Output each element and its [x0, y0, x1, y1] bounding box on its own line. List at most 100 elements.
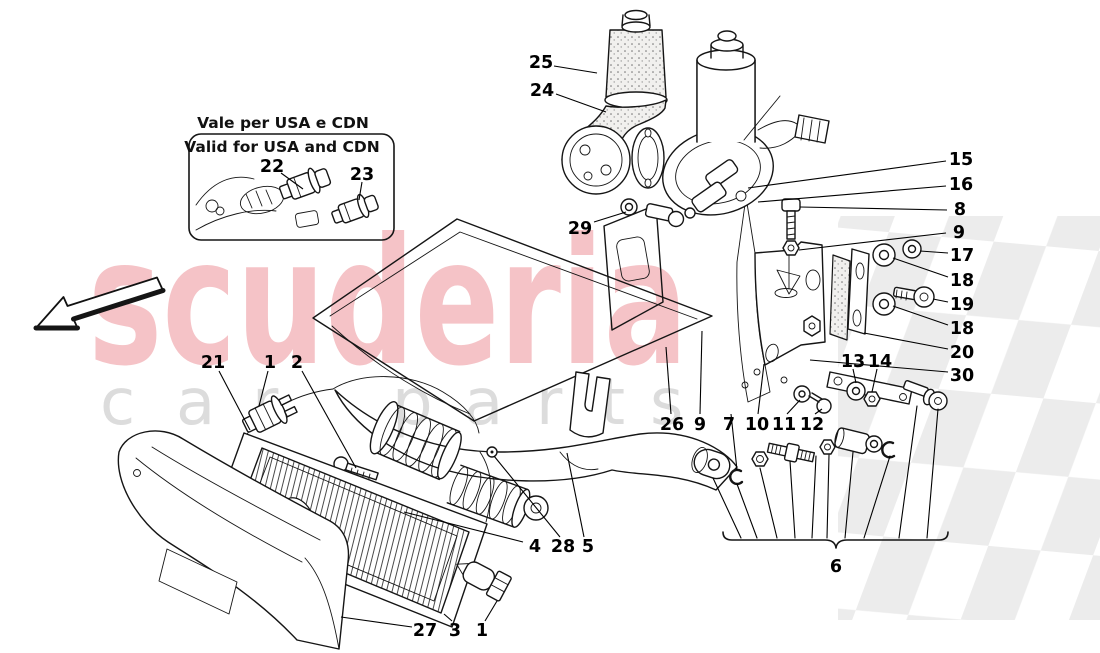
washer-17: [902, 239, 922, 259]
callout-9: 9: [694, 415, 706, 435]
watermark-letter: a: [176, 366, 215, 440]
callout-leader-7: [730, 413, 738, 471]
nut-14: [863, 391, 881, 407]
callout-leader-27: [340, 616, 413, 628]
hydraulic-pump: [662, 30, 830, 219]
callout-leader-1: [258, 370, 269, 407]
callout-24: 24: [530, 81, 554, 101]
callout-6: 6: [830, 557, 842, 577]
callout-leader-19: [932, 298, 949, 303]
watermark-letter: s: [650, 366, 683, 440]
callout-5: 5: [582, 537, 594, 557]
callout-leader-23: [358, 181, 363, 201]
callout-22: 22: [260, 157, 284, 177]
headlight-lid-panel: [312, 218, 713, 422]
callout-leader-28: [493, 455, 561, 538]
callout-29: 29: [568, 219, 592, 239]
callout-11: 11: [772, 415, 796, 435]
grommet-18-upper: [872, 243, 896, 267]
callout-leader-10: [757, 363, 765, 415]
callout-3: 3: [449, 621, 461, 641]
pivot-bolt-right: [902, 380, 948, 411]
headlamp-unit: [208, 376, 549, 628]
callout-leader-8: [799, 206, 948, 211]
threaded-rod: [766, 442, 816, 463]
callout-leader-9: [798, 232, 947, 251]
bulb-22: [278, 167, 332, 200]
pump-port: [684, 159, 739, 219]
nut-a: [751, 451, 769, 467]
lower-cover-21: [117, 430, 350, 650]
callout-leader-13: [852, 368, 857, 384]
callout-leader-12: [814, 408, 823, 415]
grommet-18-lower: [872, 292, 896, 316]
callout-18: 18: [950, 319, 974, 339]
callout-15: 15: [949, 150, 973, 170]
brace-6: [722, 531, 949, 549]
callout-4: 4: [529, 537, 541, 557]
washer-11: [793, 385, 811, 403]
lifting-motor: [561, 9, 668, 195]
callout-leader-25: [553, 65, 598, 74]
callout-10: 10: [745, 415, 769, 435]
brand-watermark: scuderia carparts: [88, 202, 688, 440]
callout-leader-17: [919, 250, 949, 254]
callout-26: 26: [660, 415, 684, 435]
callout-14: 14: [868, 352, 892, 372]
callout-17: 17: [950, 246, 974, 266]
bulb-23: [331, 193, 379, 224]
callout-leader-14: [871, 368, 878, 393]
callout-leader-24: [555, 93, 607, 113]
pump-wires: [743, 95, 830, 149]
watermark-letter: a: [464, 366, 503, 440]
bulb-1-lower: [456, 561, 512, 602]
callout-leader-26: [665, 346, 672, 415]
pad-and-plates: [829, 239, 935, 341]
callout-leader-21: [218, 370, 251, 431]
grommet-13: [846, 381, 866, 401]
callout-leader-18: [892, 257, 949, 278]
adjuster-screw-2: [333, 456, 379, 483]
support-frame: [334, 371, 738, 491]
callout-leader-29: [593, 211, 627, 223]
nut-b: [819, 439, 836, 455]
callout-27: 27: [413, 621, 437, 641]
usa-cdn-note-box: [188, 133, 395, 241]
eyelet-bushing: [691, 446, 731, 480]
callout-12: 12: [800, 415, 824, 435]
callout-leader-20: [863, 332, 949, 350]
callout-7: 7: [723, 415, 735, 435]
linkage-parts-group6: [691, 427, 896, 486]
group6-leaders: [712, 405, 939, 539]
callout-20: 20: [950, 343, 974, 363]
watermark-letter: p: [392, 366, 433, 440]
callout-leader-11: [786, 399, 801, 415]
bolt-8-nut-9: [781, 198, 801, 256]
direction-arrow: [33, 276, 166, 331]
callout-8: 8: [954, 200, 966, 220]
callout-1: 1: [476, 621, 488, 641]
watermark-letter: c: [100, 366, 135, 440]
callout-16: 16: [949, 175, 973, 195]
callout-1: 1: [264, 353, 276, 373]
callout-21: 21: [201, 353, 225, 373]
callout-28: 28: [551, 537, 575, 557]
checkered-flag-watermark: [838, 216, 1100, 620]
callout-leader-3: [443, 613, 453, 622]
screw-19: [892, 286, 935, 308]
callout-2: 2: [291, 353, 303, 373]
mounting-bracket: [736, 196, 826, 403]
rubber-boot: [369, 401, 462, 481]
callout-leader-1: [484, 600, 498, 622]
callout-leader-2: [301, 370, 357, 469]
callout-25: 25: [529, 53, 553, 73]
callout-leader-9: [699, 330, 703, 415]
callout-9: 9: [953, 223, 965, 243]
note-line-english: Valid for USA and CDN: [184, 138, 380, 156]
note-line-italian: Vale per USA e CDN: [197, 114, 369, 132]
e-clip: [881, 441, 896, 459]
callout-13: 13: [841, 352, 865, 372]
